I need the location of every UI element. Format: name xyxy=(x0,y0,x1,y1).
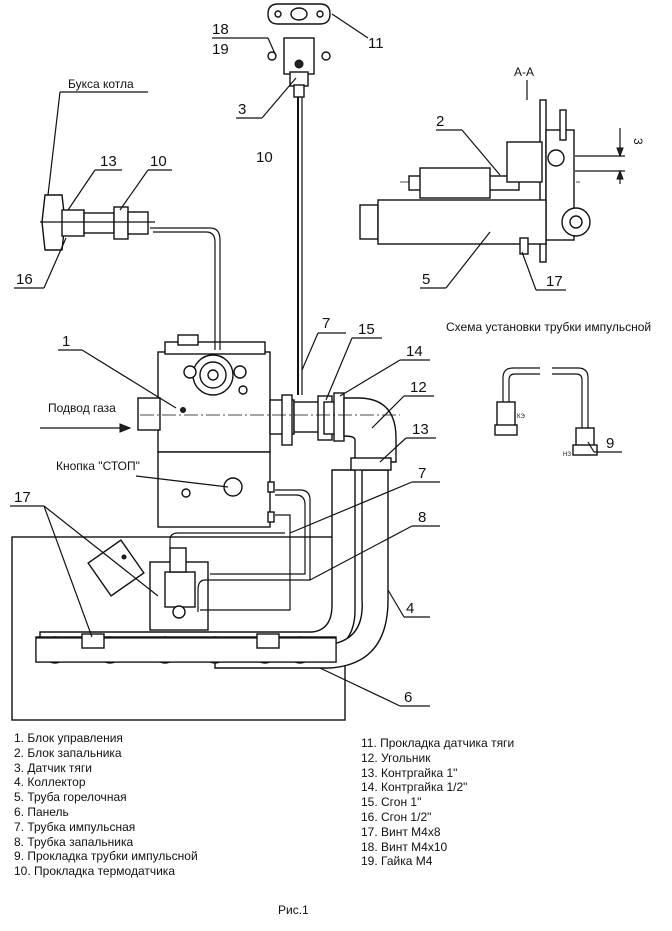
legend-item: 12. Угольник xyxy=(361,750,431,765)
control-block-lower xyxy=(157,451,271,528)
legend-item: 15. Сгон 1" xyxy=(361,795,422,810)
callout-12: 12 xyxy=(410,379,427,396)
callout-4: 4 xyxy=(406,600,414,617)
callout-10-top: 10 xyxy=(256,149,273,166)
legend-item: 7. Трубка импульсная xyxy=(14,819,136,834)
callout-18: 18 xyxy=(212,21,229,38)
legend-item: 10. Прокладка термодатчика xyxy=(14,864,175,879)
locknut-14 xyxy=(333,392,345,442)
legend-item: 5. Труба горелочная xyxy=(14,790,127,805)
bracket-left xyxy=(81,633,105,649)
legend-item: 9. Прокладка трубки импульсной xyxy=(14,849,198,864)
leader-lines xyxy=(10,13,622,707)
callout-2: 2 xyxy=(436,113,444,130)
legend-left: 1. Блок управления 2. Блок запальника 3.… xyxy=(14,731,198,879)
label-section: А-А xyxy=(514,65,534,79)
label-dim-3: 3 xyxy=(631,138,645,145)
callout-3: 3 xyxy=(238,101,246,118)
callout-19: 19 xyxy=(212,41,229,58)
legend-item: 4. Коллектор xyxy=(14,775,86,790)
section-a-a xyxy=(359,80,625,263)
gas-inlet xyxy=(137,397,161,431)
draft-sensor xyxy=(283,37,315,75)
callout-1: 1 xyxy=(62,333,70,350)
svg-text:КЭ: КЭ xyxy=(517,414,525,420)
callout-16: 16 xyxy=(16,271,33,288)
legend-item: 16. Сгон 1/2" xyxy=(361,809,432,824)
legend-item: 18. Винт М4х10 xyxy=(361,839,448,854)
callout-17: 17 xyxy=(14,489,31,506)
callout-17-top: 17 xyxy=(546,273,563,290)
callout-14: 14 xyxy=(406,343,423,360)
callout-8: 8 xyxy=(418,509,426,526)
legend-item: 17. Винт М4х8 xyxy=(361,824,441,839)
label-knopka-stop: Кнопка "СТОП" xyxy=(56,459,140,473)
callout-11: 11 xyxy=(368,35,384,52)
callout-9: 9 xyxy=(606,435,614,452)
callout-13: 13 xyxy=(412,421,429,438)
callout-6: 6 xyxy=(404,689,412,706)
callout-13-top: 13 xyxy=(100,153,117,170)
legend-item: 19. Гайка М4 xyxy=(361,854,433,869)
sgon-16 xyxy=(113,206,129,240)
label-buksa-kotla: Букса котла xyxy=(68,77,134,91)
label-podvod-gaza: Подвод газа xyxy=(48,401,116,415)
elbow xyxy=(343,397,397,463)
label-schema-title: Схема установки трубки импульсной xyxy=(446,320,651,334)
legend-right: 11. Прокладка датчика тяги 12. Угольник … xyxy=(361,736,514,869)
callout-7-top: 7 xyxy=(322,315,330,332)
callout-5: 5 xyxy=(422,271,430,288)
legend-item: 11. Прокладка датчика тяги xyxy=(361,736,515,750)
callout-15: 15 xyxy=(358,321,375,338)
tilted-plate xyxy=(87,539,145,597)
figure-caption: Рис.1 xyxy=(278,903,309,917)
callout-7: 7 xyxy=(418,465,426,482)
pilot-valve xyxy=(164,571,196,608)
impulse-scheme: КЭ НЗ xyxy=(494,367,598,458)
legend-item: 3. Датчик тяги xyxy=(14,760,92,775)
legend-item: 6. Панель xyxy=(14,804,69,819)
locknut-13 xyxy=(350,457,392,471)
legend-item: 1. Блок управления xyxy=(14,731,123,745)
legend-item: 14. Контргайка 1/2" xyxy=(361,780,468,795)
legend-item: 2. Блок запальника xyxy=(14,745,122,760)
legend-item: 8. Трубка запальника xyxy=(14,834,134,849)
bracket-right xyxy=(256,633,280,649)
svg-text:НЗ: НЗ xyxy=(563,452,571,458)
legend-item: 13. Контргайка 1" xyxy=(361,765,458,780)
callout-10: 10 xyxy=(150,153,167,170)
